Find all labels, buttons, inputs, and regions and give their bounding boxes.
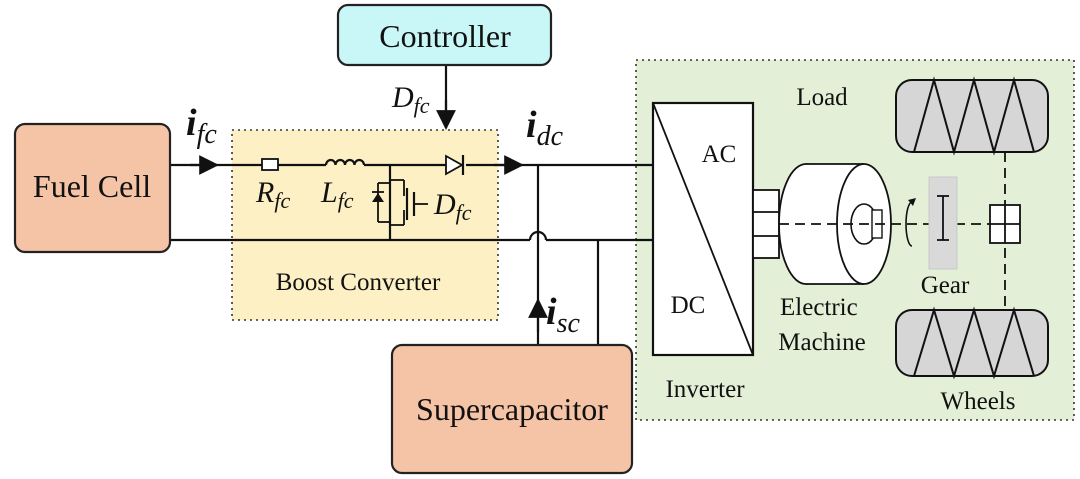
gear-label: Gear bbox=[921, 272, 970, 299]
lfc-label: Lfc bbox=[320, 176, 354, 213]
diode-symbol bbox=[445, 154, 465, 176]
rotation-arrow bbox=[905, 201, 913, 247]
inverter-dc-label: DC bbox=[671, 292, 706, 319]
wheels-label: Wheels bbox=[941, 388, 1016, 415]
drive-shafts bbox=[779, 120, 1006, 310]
supercapacitor-block bbox=[390, 343, 634, 475]
fuel-cell-label: Fuel Cell bbox=[33, 168, 151, 204]
inverter-machine-connector bbox=[752, 189, 780, 259]
ifc-label: ifc bbox=[186, 102, 217, 150]
inverter-ac-label: AC bbox=[702, 141, 737, 168]
idc-label: idc bbox=[526, 104, 564, 152]
controller-label: Controller bbox=[379, 18, 511, 54]
front-wheel bbox=[895, 76, 1049, 156]
inductor-symbol bbox=[324, 158, 366, 166]
resistor-symbol bbox=[261, 158, 279, 171]
boost-converter-label: Boost Converter bbox=[276, 269, 441, 296]
load-label: Load bbox=[796, 84, 848, 111]
rfc-label: Rfc bbox=[255, 176, 290, 213]
dfc-switch-label: Dfc bbox=[433, 188, 472, 225]
rear-wheel bbox=[895, 306, 1049, 380]
electric-machine-label: Electric Machine bbox=[778, 294, 865, 356]
dfc-controller-label: Dfc bbox=[391, 81, 430, 118]
inverter-label: Inverter bbox=[665, 376, 745, 403]
isc-label: isc bbox=[546, 291, 580, 339]
igbt-switch-symbol bbox=[372, 179, 428, 226]
fuel-cell-block bbox=[13, 122, 172, 254]
controller-block bbox=[336, 3, 553, 67]
supercapacitor-label: Supercapacitor bbox=[416, 391, 608, 427]
inverter-diagonal bbox=[652, 102, 754, 356]
